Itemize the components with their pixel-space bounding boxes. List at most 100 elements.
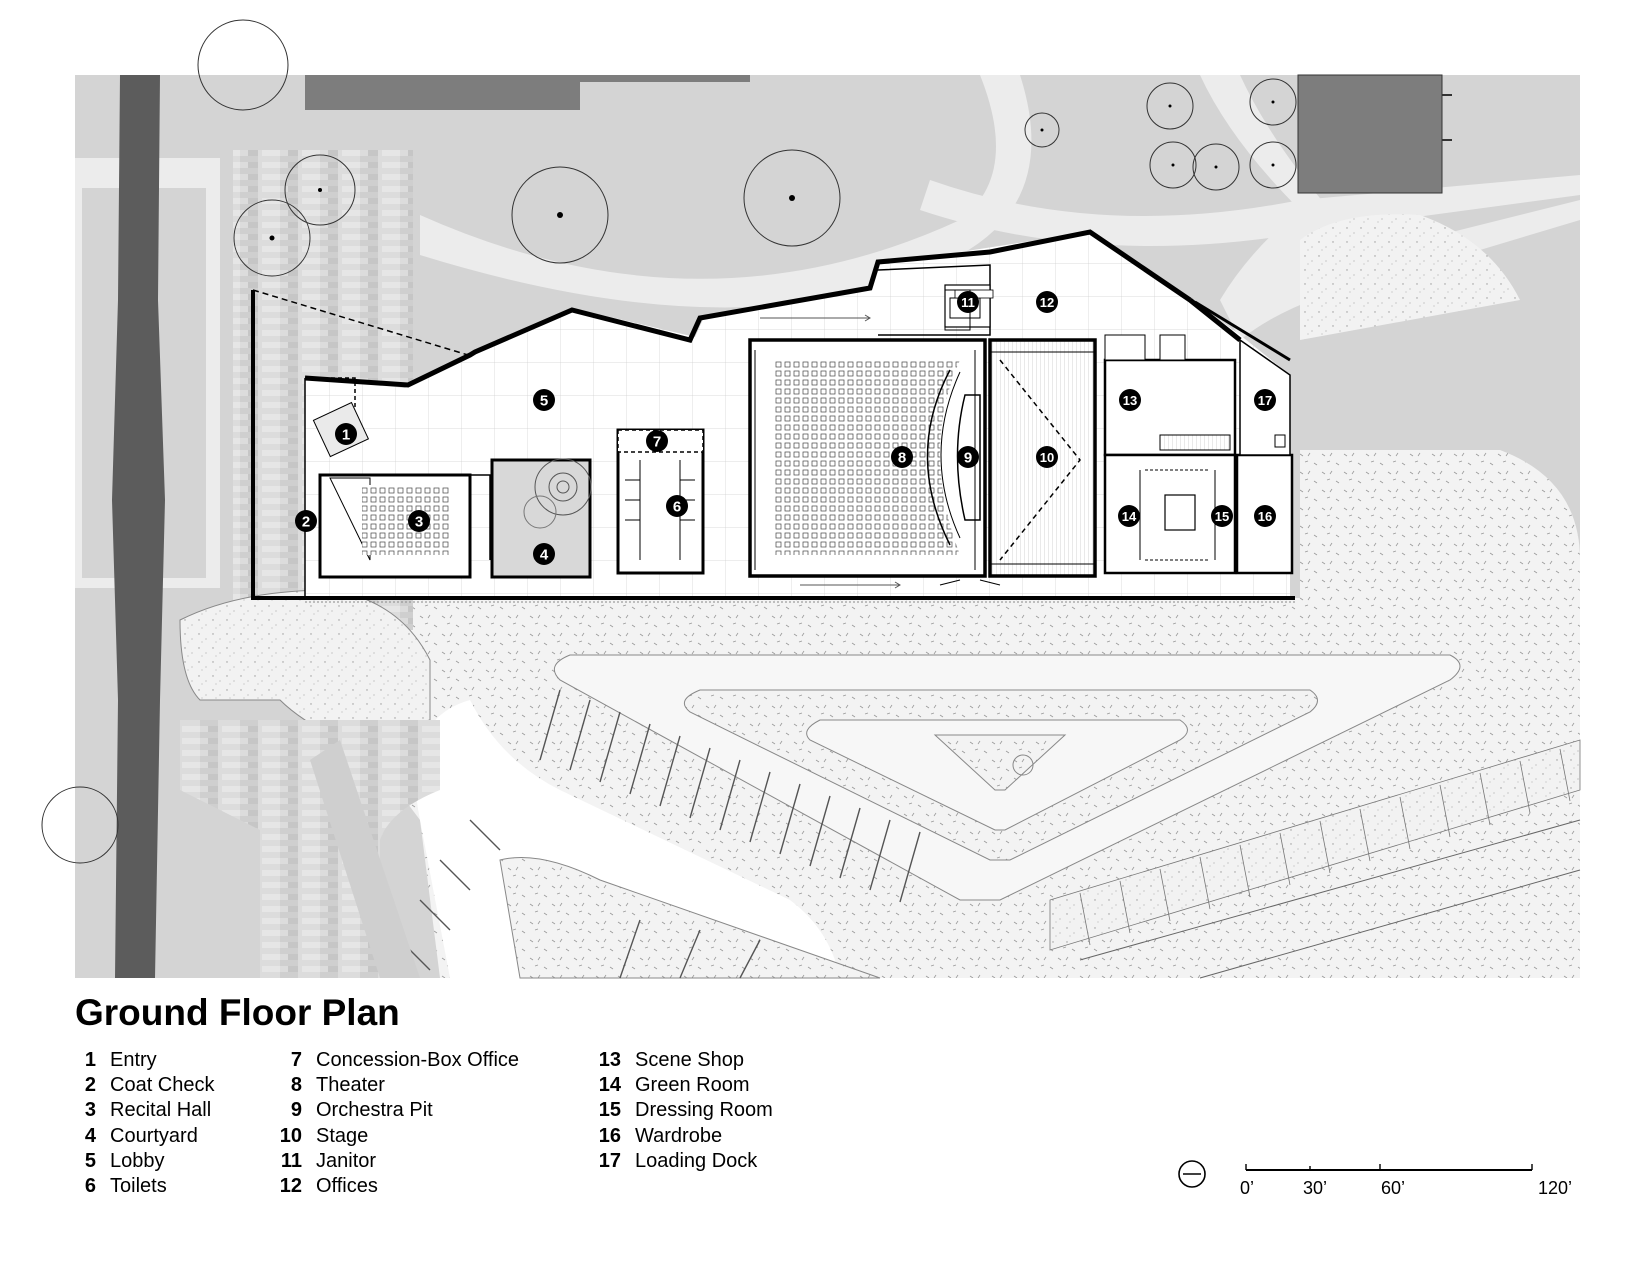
north-arrow-icon <box>1178 1160 1206 1188</box>
scale-bar: 0’ 30’ 60’ 120’ <box>1178 1160 1572 1198</box>
adjacent-roofs <box>305 74 1452 194</box>
legend-label: Offices <box>316 1174 378 1197</box>
legend-item: 1 Entry <box>85 1049 215 1074</box>
room-marker-12: 12 <box>1036 291 1058 313</box>
legend-column-1: 1 Entry 2 Coat Check 3 Recital Hall 4 Courty… <box>85 1049 215 1200</box>
svg-text:3: 3 <box>415 514 423 531</box>
svg-text:11: 11 <box>961 295 975 310</box>
room-marker-10: 10 <box>1036 446 1058 468</box>
svg-text:10: 10 <box>1040 450 1054 465</box>
legend-label: Green Room <box>635 1074 750 1097</box>
scale-label-30: 30’ <box>1303 1178 1327 1198</box>
svg-text:4: 4 <box>540 547 549 564</box>
room-markers: 1 2 3 4 5 6 7 8 9 10 11 12 13 14 15 16 1… <box>295 291 1276 565</box>
legend-number: 3 <box>84 1099 96 1122</box>
legend-number: 7 <box>290 1049 302 1071</box>
legend-item: 14 Green Room <box>599 1074 773 1099</box>
room-marker-4: 4 <box>533 543 555 565</box>
scale-label-120: 120’ <box>1538 1178 1572 1198</box>
svg-text:2: 2 <box>302 514 310 531</box>
parking-area <box>300 450 1581 979</box>
legend-item: 13 Scene Shop <box>599 1049 773 1074</box>
legend-item: 10 Stage <box>280 1124 519 1150</box>
room-marker-9: 9 <box>957 446 979 468</box>
legend-item: 6 Toilets <box>85 1174 215 1200</box>
legend-label: Toilets <box>110 1174 167 1197</box>
legend-label: Theater <box>316 1074 385 1097</box>
legend-label: Stage <box>316 1124 369 1147</box>
svg-text:6: 6 <box>673 499 681 516</box>
legend-number: 8 <box>290 1074 302 1097</box>
svg-text:8: 8 <box>898 450 906 467</box>
legend-number: 10 <box>279 1124 302 1147</box>
legend-number: 9 <box>290 1099 302 1122</box>
legend-number: 6 <box>84 1174 96 1197</box>
room-marker-2: 2 <box>295 510 317 532</box>
legend-label: Loading Dock <box>635 1149 758 1172</box>
svg-text:9: 9 <box>964 450 972 467</box>
svg-text:7: 7 <box>653 434 661 451</box>
legend-number: 1 <box>84 1049 96 1071</box>
room-marker-15: 15 <box>1211 505 1233 527</box>
svg-text:1: 1 <box>342 427 350 444</box>
svg-text:17: 17 <box>1258 393 1272 408</box>
legend-label: Lobby <box>110 1149 165 1172</box>
scale-label-60: 60’ <box>1381 1178 1405 1198</box>
legend-item: 16 Wardrobe <box>599 1124 773 1150</box>
legend-number: 13 <box>598 1049 621 1071</box>
legend-label: Concession-Box Office <box>316 1049 520 1071</box>
legend-column-2: 7 Concession-Box Office 8 Theater 9 Orchest… <box>280 1049 520 1200</box>
legend-label: Scene Shop <box>635 1049 744 1071</box>
room-marker-3: 3 <box>408 510 430 532</box>
svg-text:5: 5 <box>540 393 548 410</box>
legend-number: 2 <box>84 1074 96 1097</box>
legend-item: 12 Offices <box>280 1174 519 1200</box>
legend-number: 14 <box>598 1074 621 1097</box>
room-marker-13: 13 <box>1119 389 1141 411</box>
room-marker-16: 16 <box>1254 505 1276 527</box>
room-marker-17: 17 <box>1254 389 1276 411</box>
legend-item: 4 Courtyard <box>85 1124 215 1150</box>
legend-item: 9 Orchestra Pit <box>291 1099 519 1124</box>
legend-label: Orchestra Pit <box>316 1099 433 1122</box>
legend-number: 16 <box>598 1124 621 1147</box>
plan-title: Ground Floor Plan <box>75 992 400 1033</box>
svg-text:12: 12 <box>1040 295 1054 310</box>
room-marker-6: 6 <box>666 495 688 517</box>
svg-text:13: 13 <box>1123 393 1137 408</box>
room-marker-14: 14 <box>1118 505 1140 527</box>
legend-item: 7 Concession-Box Office <box>291 1049 520 1074</box>
legend-item: 15 Dressing Room <box>599 1099 773 1124</box>
room-marker-8: 8 <box>891 446 913 468</box>
room-marker-11: 11 <box>957 291 979 313</box>
legend-label: Courtyard <box>110 1124 198 1147</box>
legend-label: Coat Check <box>110 1074 215 1097</box>
legend-label: Wardrobe <box>635 1124 723 1147</box>
svg-text:14: 14 <box>1122 509 1137 524</box>
legend-number: 12 <box>279 1174 302 1197</box>
legend-number: 5 <box>84 1149 96 1172</box>
legend-item: 5 Lobby <box>85 1149 215 1175</box>
room-marker-5: 5 <box>533 389 555 411</box>
svg-text:16: 16 <box>1258 509 1272 524</box>
legend-number: 4 <box>84 1124 96 1147</box>
trees <box>41 19 1297 864</box>
legend-number: 11 <box>280 1149 302 1172</box>
legend-item: 8 Theater <box>291 1074 519 1099</box>
legend-column-3: 13 Scene Shop 14 Green Room 15 Dressing Roo… <box>599 1049 773 1175</box>
svg-text:15: 15 <box>1215 509 1229 524</box>
legend-item: 3 Recital Hall <box>85 1099 215 1124</box>
legend-item: 2 Coat Check <box>85 1074 215 1099</box>
legend-item: 17 Loading Dock <box>599 1149 773 1175</box>
site-floor-plan: 1 2 3 4 5 6 7 8 9 10 11 12 13 14 15 16 1… <box>41 19 1581 979</box>
legend-number: 15 <box>598 1099 621 1122</box>
legend-label: Entry <box>110 1049 157 1071</box>
legend-label: Recital Hall <box>110 1099 212 1122</box>
legend-label: Dressing Room <box>635 1099 773 1122</box>
room-marker-1: 1 <box>335 423 357 445</box>
legend-number: 17 <box>598 1149 621 1172</box>
legend-label: Janitor <box>316 1149 377 1172</box>
legend-item: 11 Janitor <box>281 1149 519 1175</box>
room-marker-7: 7 <box>646 430 668 452</box>
scale-label-0: 0’ <box>1240 1178 1254 1198</box>
